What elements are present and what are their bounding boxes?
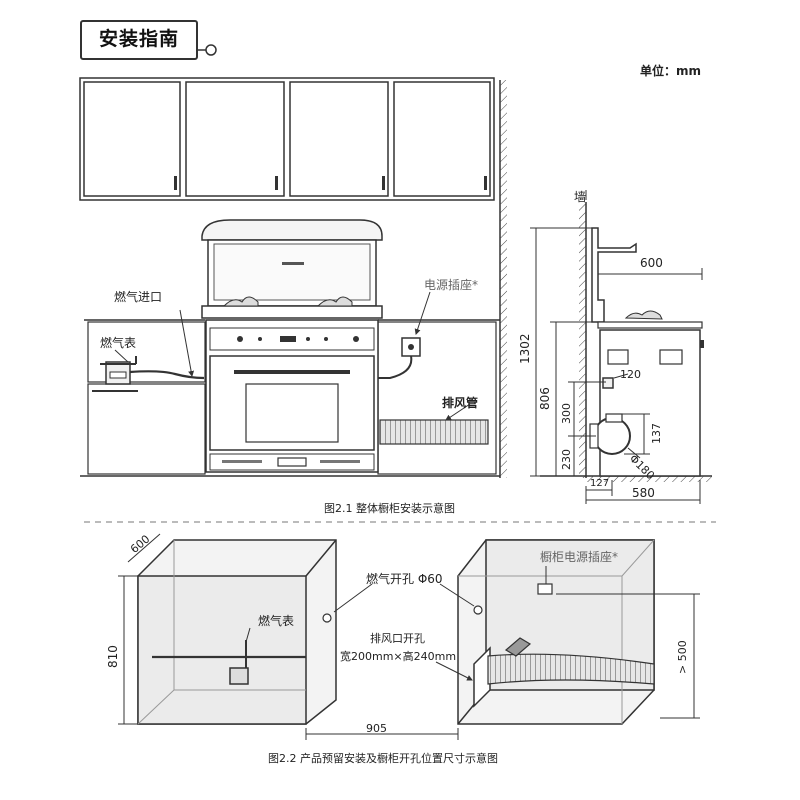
side-duct-circle xyxy=(593,417,631,455)
dim-cabinet-depth: 580 xyxy=(632,486,655,500)
fig2-width-dim xyxy=(305,728,459,740)
dim-hole-offset: 127 xyxy=(590,478,610,489)
fig2-exhaust-hole xyxy=(473,646,491,708)
oven-window xyxy=(245,383,339,443)
dim-hole-center: 230 xyxy=(560,449,573,470)
label-fig2-exhaust-size: 宽200mm×高240mm xyxy=(340,650,457,663)
title-pointer xyxy=(196,44,217,56)
right-gas-hole xyxy=(473,605,483,615)
label-exhaust-pipe: 排风管 xyxy=(442,396,479,410)
gas-meter-front xyxy=(100,309,205,385)
front-wall xyxy=(499,80,507,478)
integrated-stove xyxy=(201,219,383,473)
power-socket-front xyxy=(378,291,431,379)
fig2-gas-meter-icon xyxy=(229,667,249,685)
label-gas-inlet: 燃气进口 xyxy=(114,290,163,304)
dim-total-height: 1302 xyxy=(518,333,532,364)
door-handle-4 xyxy=(484,176,487,190)
burner-left xyxy=(222,296,259,307)
door-handle-3 xyxy=(382,176,385,190)
cabinet-door-2 xyxy=(185,81,285,197)
fig1-side-view xyxy=(530,190,712,504)
oven-handle xyxy=(234,370,350,374)
caption-fig2: 图2.2 产品预留安装及橱柜开孔位置尺寸示意图 xyxy=(268,752,498,765)
side-floor-hatch xyxy=(586,476,712,482)
fig1-front-view xyxy=(79,77,507,478)
right-base-cabinet xyxy=(377,319,500,475)
label-fig2-socket: 橱柜电源插座* xyxy=(540,550,619,564)
door-handle-2 xyxy=(275,176,278,190)
label-wall: 墙 xyxy=(574,190,587,204)
door-handle-1 xyxy=(174,176,177,190)
label-fig2-exhaust-title: 排风口开孔 xyxy=(370,632,425,645)
dim-hole-size: 137 xyxy=(650,423,663,444)
guide-title: 安装指南 xyxy=(98,28,179,50)
side-dimensions xyxy=(530,227,703,504)
caption-fig1: 图2.1 整体橱柜安装示意图 xyxy=(324,502,455,515)
label-power-socket: 电源插座* xyxy=(424,278,479,292)
fig2-exhaust-duct xyxy=(487,653,655,685)
label-fig2-gas-meter: 燃气表 xyxy=(258,614,295,628)
cabinet-door-1 xyxy=(83,81,181,197)
fig2-right-cabinet xyxy=(457,539,700,725)
upper-cabinets xyxy=(79,77,495,201)
unit-label: 单位：mm xyxy=(640,64,702,78)
cabinet-door-4 xyxy=(393,81,491,197)
left-gas-hole xyxy=(322,613,332,623)
side-wall-hatch xyxy=(579,202,586,478)
fig2-left-cabinet xyxy=(118,533,337,725)
guide-title-badge: 安装指南 xyxy=(80,20,198,60)
side-pipe-fitting xyxy=(602,377,614,389)
side-hood-profile xyxy=(591,227,637,323)
fig2-socket-icon xyxy=(537,583,553,595)
dim-hole-height: 300 xyxy=(560,403,573,424)
dim-depth-top: 600 xyxy=(640,256,663,270)
label-fig2-gas-hole: 燃气开孔 Φ60 xyxy=(366,572,443,586)
label-gas-meter: 燃气表 xyxy=(100,336,137,350)
exhaust-duct-front xyxy=(379,403,489,445)
dim-fig2-width: 905 xyxy=(366,722,387,735)
dim-small-hole: 120 xyxy=(620,368,641,381)
dim-fig2-socket-height: > 500 xyxy=(676,640,689,674)
burner-right xyxy=(316,296,353,307)
dim-counter-height: 806 xyxy=(538,387,552,410)
dim-fig2-height: 810 xyxy=(106,645,120,668)
cabinet-door-3 xyxy=(289,81,389,197)
